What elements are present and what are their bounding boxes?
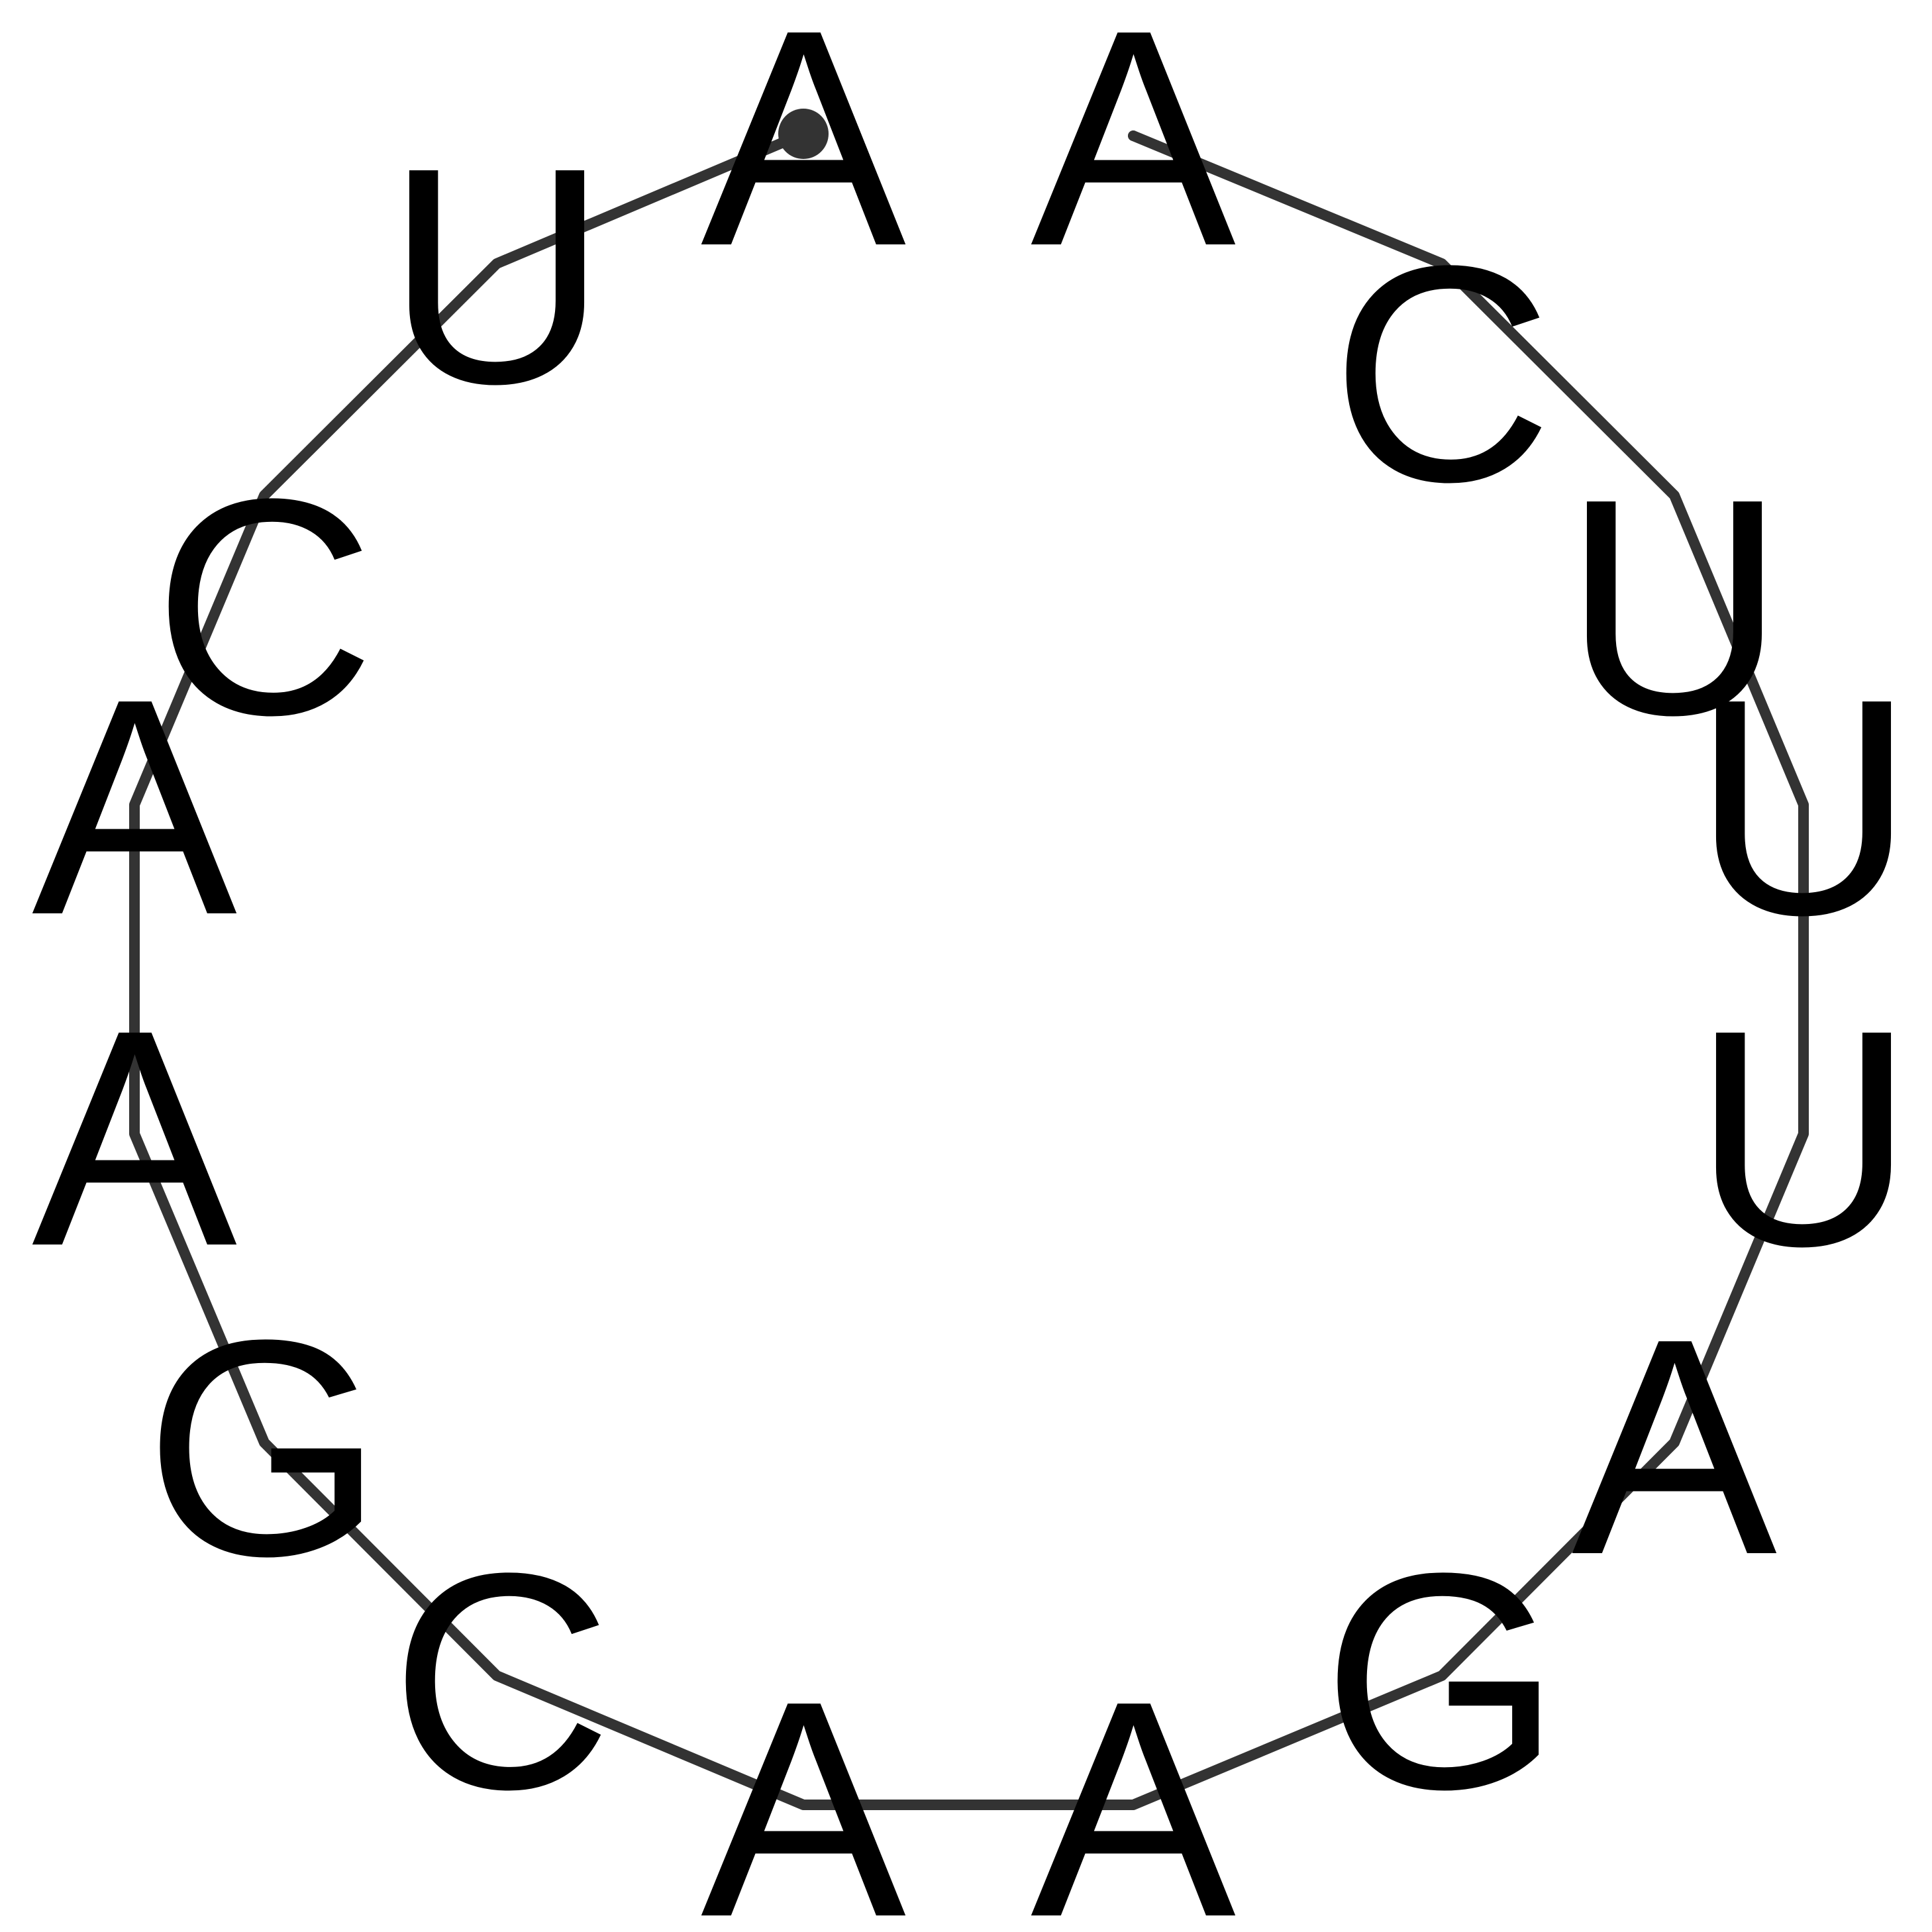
nucleotide-15-c: C xyxy=(153,434,376,779)
nucleotide-10-a: A xyxy=(701,1637,907,1932)
nucleotide-4-u: U xyxy=(1563,434,1786,779)
nucleotide-5-u: U xyxy=(1692,635,1915,979)
nucleotide-11-c: C xyxy=(390,1509,613,1853)
nucleotide-14-a: A xyxy=(32,635,238,979)
nucleotide-7-a: A xyxy=(1572,1274,1778,1619)
nucleotide-17-a: A xyxy=(701,0,907,310)
five-prime-start-dot xyxy=(778,109,829,159)
nucleotide-3-c: C xyxy=(1331,201,1553,546)
nucleotide-8-g: G xyxy=(1322,1509,1562,1853)
nucleotide-6-u: U xyxy=(1692,966,1915,1310)
nucleotide-9-a: A xyxy=(1031,1637,1237,1932)
nucleotide-12-g: G xyxy=(144,1276,384,1620)
three-prime-end-dot xyxy=(1128,130,1139,141)
nucleotide-16-u: U xyxy=(385,103,608,448)
nucleotide-2-a: A xyxy=(1031,0,1237,310)
nucleotide-13-a: A xyxy=(32,966,238,1310)
backbone-line xyxy=(129,128,1809,1810)
nucleotide-1-a: A xyxy=(701,0,907,310)
